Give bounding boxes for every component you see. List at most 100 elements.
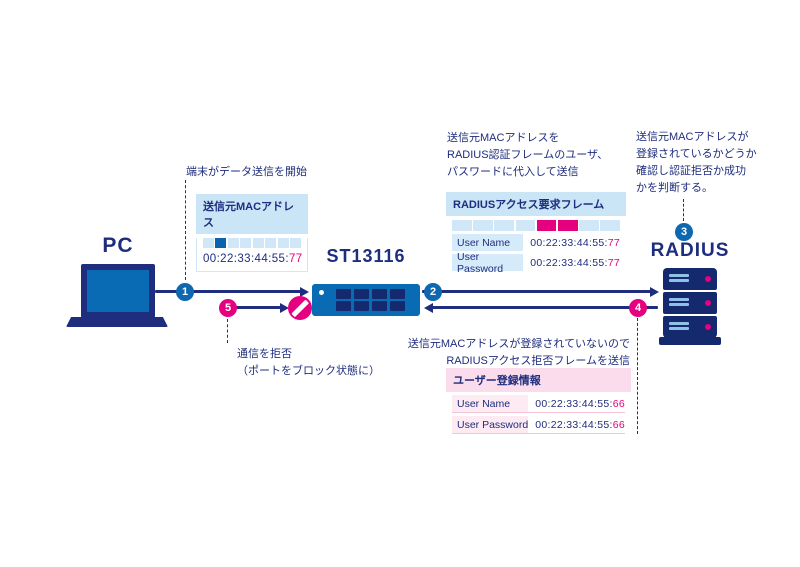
- server-vent: [669, 298, 689, 301]
- dashed-connector: [227, 319, 228, 343]
- server-vent: [669, 279, 689, 282]
- arrow-switch-to-radius: [422, 290, 652, 293]
- radius-request-body: User Name 00:22:33:44:55:77 User Passwor…: [446, 220, 626, 275]
- switch-label: ST13116: [326, 246, 406, 266]
- frame-segment-highlight: [557, 220, 578, 231]
- server-unit: [663, 268, 717, 290]
- frame-segment-filled: [215, 238, 227, 248]
- frame-segment: [290, 238, 301, 248]
- switch-icon: [312, 284, 420, 316]
- source-mac-body: 00:22:33:44:55:77: [196, 238, 308, 272]
- source-mac-box: 送信元MACアドレス 00:22:33:44:55:77: [196, 194, 308, 272]
- pc-label: PC: [102, 234, 134, 257]
- user-registration-title: ユーザー登録情報: [446, 368, 631, 392]
- mac-value: 00:22:33:44:55:: [203, 253, 289, 265]
- switch-port: [336, 289, 351, 299]
- field-value: 00:22:33:44:55:66: [528, 419, 625, 431]
- radius-label: RADIUS: [650, 240, 730, 261]
- frame-segment: [579, 220, 599, 231]
- mac-suffix: 77: [607, 236, 620, 249]
- annotation-start: 端末がデータ送信を開始: [186, 166, 307, 178]
- server-unit: [663, 292, 717, 314]
- annotation-block: 通信を拒否 （ポートをブロック状態に）: [237, 348, 380, 378]
- frame-bar: [452, 220, 620, 231]
- field-label: User Name: [452, 395, 529, 412]
- frame-segment: [515, 220, 536, 231]
- server-led: [705, 324, 711, 330]
- field-value: 00:22:33:44:55:77: [523, 257, 620, 269]
- user-registration-body: User Name 00:22:33:44:55:66 User Passwor…: [446, 395, 631, 434]
- mac-value: 00:22:33:44:55:: [530, 256, 608, 269]
- annotation-verify: 送信元MACアドレスが 登録されているかどうか 確認し認証拒否か成功 かを判断す…: [636, 131, 757, 195]
- step-1-badge: 1: [176, 283, 194, 301]
- arrowhead-right-icon: [280, 303, 289, 313]
- frame-segment: [494, 220, 515, 231]
- switch-port: [372, 289, 387, 299]
- mac-suffix: 77: [288, 253, 303, 265]
- switch-port: [372, 301, 387, 311]
- arrowhead-right-icon: [650, 287, 659, 297]
- radius-request-title: RADIUSアクセス要求フレーム: [446, 192, 626, 216]
- prohibition-slash: [291, 299, 309, 317]
- switch-led: [319, 290, 324, 295]
- server-vent: [669, 274, 689, 277]
- frame-segment: [240, 238, 252, 248]
- dashed-connector: [185, 180, 186, 280]
- mac-suffix: 77: [607, 256, 620, 269]
- table-row: User Password 00:22:33:44:55:77: [452, 251, 620, 275]
- server-led: [705, 276, 711, 282]
- radius-request-box: RADIUSアクセス要求フレーム User Name 00:22:33:44:5…: [446, 192, 626, 275]
- frame-segment: [277, 238, 289, 248]
- dashed-connector: [637, 318, 638, 434]
- mac-value: 00:22:33:44:55:: [535, 418, 613, 431]
- arrow-blocked: [224, 306, 282, 309]
- switch-port: [354, 301, 369, 311]
- step-5-badge: 5: [219, 299, 237, 317]
- frame-segment: [252, 238, 264, 248]
- switch-port: [390, 289, 405, 299]
- annotation-substitute: 送信元MACアドレスを RADIUS認証フレームのユーザ、 パスワードに代入して…: [447, 132, 609, 179]
- laptop-base: [66, 317, 168, 327]
- frame-segment: [600, 220, 620, 231]
- annotation-reject: 送信元MACアドレスが登録されていないので RADIUSアクセス拒否フレームを送…: [407, 338, 630, 368]
- switch-ports: [336, 289, 405, 311]
- server-unit: [663, 316, 717, 338]
- field-label: User Password: [452, 416, 529, 433]
- arrow-radius-to-switch: [432, 306, 658, 309]
- field-value: 00:22:33:44:55:77: [523, 237, 620, 249]
- arrow-pc-to-switch: [155, 290, 302, 293]
- server-led: [705, 300, 711, 306]
- frame-segment: [227, 238, 239, 248]
- user-registration-box: ユーザー登録情報 User Name 00:22:33:44:55:66 Use…: [446, 368, 631, 437]
- frame-segment: [203, 238, 214, 248]
- step-4-badge: 4: [629, 299, 647, 317]
- mac-suffix: 66: [612, 418, 625, 431]
- server-vent: [669, 303, 689, 306]
- source-mac-value: 00:22:33:44:55:77: [197, 250, 307, 271]
- frame-segment: [452, 220, 472, 231]
- switch-port: [390, 301, 405, 311]
- field-label: User Name: [452, 234, 524, 251]
- field-value: 00:22:33:44:55:66: [528, 398, 625, 410]
- frame-segment-highlight: [536, 220, 557, 231]
- frame-segment: [473, 220, 493, 231]
- mac-value: 00:22:33:44:55:: [530, 236, 608, 249]
- source-mac-title: 送信元MACアドレス: [196, 194, 308, 234]
- frame-bar: [203, 238, 301, 248]
- server-base: [659, 337, 721, 345]
- radius-server-icon: [663, 268, 717, 338]
- dashed-connector: [683, 199, 684, 221]
- mac-suffix: 66: [612, 397, 625, 410]
- arrowhead-right-icon: [300, 287, 309, 297]
- field-label: User Password: [452, 251, 524, 275]
- table-row: User Name 00:22:33:44:55:77: [452, 234, 620, 251]
- arrowhead-left-icon: [424, 303, 433, 313]
- laptop-icon: [81, 264, 155, 318]
- switch-port: [354, 289, 369, 299]
- server-vent: [669, 327, 689, 330]
- table-row: User Password 00:22:33:44:55:66: [452, 416, 625, 434]
- step-2-badge: 2: [424, 283, 442, 301]
- mac-value: 00:22:33:44:55:: [535, 397, 613, 410]
- frame-segment: [265, 238, 277, 248]
